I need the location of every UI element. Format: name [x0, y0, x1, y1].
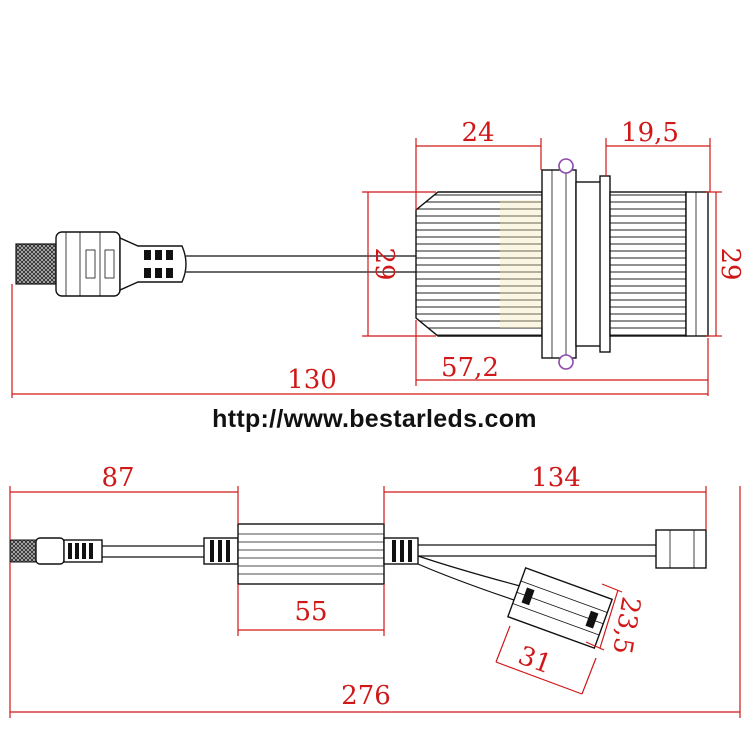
threaded-tip: [9, 539, 37, 563]
cable: [186, 255, 416, 273]
dim-left-height: 29: [369, 247, 399, 280]
rear-body: [609, 191, 687, 337]
dim-head-length: 57,2: [441, 353, 499, 383]
branch-cable: [417, 555, 521, 601]
branch-plug: [506, 566, 614, 650]
dim-lead-left: 87: [101, 463, 134, 493]
lens-cap: [685, 191, 709, 337]
dim-plug-height: 23,5: [606, 594, 646, 656]
connector-body: [35, 537, 65, 565]
threaded-connector: [15, 243, 57, 285]
input-cable: [102, 545, 204, 558]
dim-overall-length-top: 130: [287, 365, 337, 395]
top-dimensions: 24 19,5 29 29 57,2 130: [11, 118, 745, 398]
dim-rear-length: 19,5: [621, 118, 679, 148]
bottom-dimensions: 87 134 55 31 23,5 276: [9, 463, 741, 718]
output-cable: [418, 544, 656, 557]
collar: [575, 181, 603, 347]
output-plug: [655, 529, 707, 569]
clip-top: [558, 158, 574, 174]
clip-bottom: [558, 354, 574, 370]
website-url: http://www.bestarleds.com: [212, 405, 537, 433]
cable-gland: [119, 236, 187, 292]
dim-overall-length-bottom: 276: [341, 681, 391, 711]
dim-body-length: 24: [461, 118, 494, 148]
bulb-top-view: [15, 158, 709, 370]
driver-bottom-view: [9, 523, 707, 650]
driver-box: [237, 523, 385, 585]
locking-ring: [541, 169, 577, 359]
dim-plug-width: 31: [514, 641, 555, 681]
dim-lead-right: 134: [531, 463, 581, 493]
dim-right-height: 29: [715, 247, 745, 280]
dim-driver-length: 55: [294, 597, 327, 627]
